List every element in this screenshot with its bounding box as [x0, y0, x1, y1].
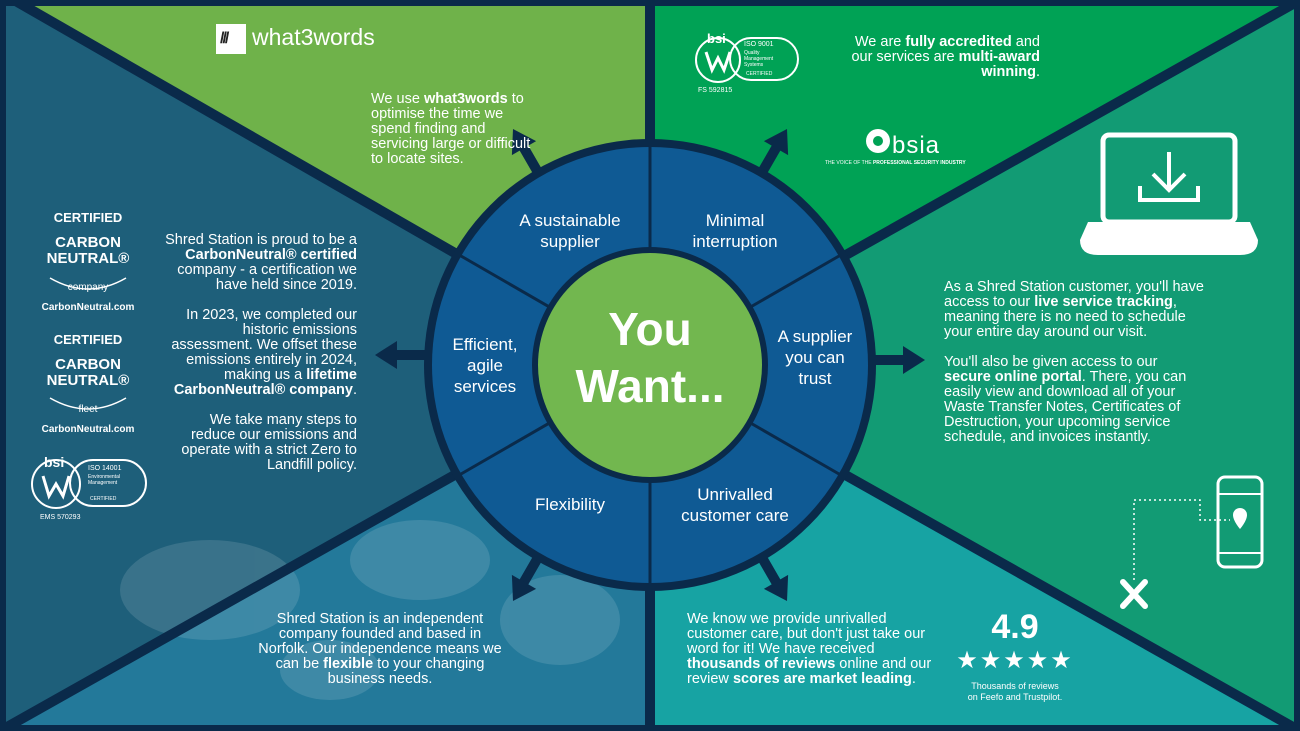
- carbon-badge-fleet-carbon: CARBON: [55, 356, 121, 373]
- bsia-tagline: THE VOICE OF THE PROFESSIONAL SECURITY I…: [825, 160, 966, 166]
- what3words-description: We use what3words to optimise the time w…: [371, 91, 531, 167]
- accredited-description: We are fully accredited and our services…: [851, 34, 1040, 80]
- arrow-up-left: [511, 129, 543, 175]
- arrow-up-right: [757, 129, 789, 175]
- carbon-description: Shred Station is proud to be a CarbonNeu…: [165, 232, 357, 473]
- bsia-logo-text: bsia: [892, 132, 941, 159]
- center-text-line2: Want...: [575, 360, 724, 412]
- carbon-badge-arcs: [49, 277, 127, 410]
- segment-flexibility: Flexibility: [535, 495, 605, 514]
- iso9001-title: ISO 9001: [744, 41, 774, 48]
- segment-supplier-you-can-trust: A supplier you can trust: [777, 327, 853, 388]
- wedge-left: [0, 0, 650, 731]
- reviews-description: We know we provide unrivalled customer c…: [687, 611, 932, 687]
- arrow-right: [875, 346, 925, 374]
- bsi-iso9001-logo: [695, 37, 799, 83]
- iso9001-subtitle: Quality Management Systems: [744, 50, 774, 68]
- cross-marker-icon: [1120, 579, 1148, 609]
- what3words-logo-text: what3words: [252, 24, 375, 50]
- carbon-badge-fleet-sub: fleet: [78, 404, 98, 415]
- review-score: 4.9: [991, 608, 1039, 646]
- center-text-line1: You: [608, 303, 691, 355]
- bsi-iso14001-logo: [31, 459, 147, 509]
- carbon-badge-company-sub: company: [67, 282, 109, 293]
- laptop-download-icon: [1080, 132, 1258, 255]
- review-caption-line2: on Feefo and Trustpilot.: [967, 692, 1063, 702]
- segment-sustainable-supplier: A sustainable supplier: [519, 211, 621, 251]
- world-map-texture: [120, 520, 620, 700]
- iso9001-code: FS 592815: [698, 87, 733, 94]
- bsi-iso9001-text: bsi: [707, 31, 726, 46]
- iso14001-certified: CERTIFIED: [90, 496, 117, 502]
- segment-efficient-agile-services: Efficient, agile services: [452, 335, 518, 396]
- carbon-badge-fleet-certified: CERTIFIED: [53, 332, 123, 347]
- segment-minimal-interruption: Minimal interruption: [692, 211, 778, 251]
- phone-location-icon: [1133, 475, 1264, 580]
- center-circle: [538, 253, 762, 477]
- independent-description: Shred Station is an independent company …: [258, 611, 502, 687]
- carbon-badge-company-neutral: NEUTRAL®: [46, 250, 130, 267]
- bsia-logo-mark: [866, 129, 890, 153]
- wedge-right: [650, 0, 1300, 731]
- arrow-down-left: [511, 555, 543, 601]
- carbon-badge-fleet-url: CarbonNeutral.com: [41, 424, 135, 435]
- iso9001-certified: CERTIFIED: [746, 71, 773, 77]
- iso14001-code: EMS 570293: [40, 514, 81, 521]
- tracking-description: As a Shred Station customer, you'll have…: [944, 279, 1204, 445]
- carbon-badge-fleet-neutral: NEUTRAL®: [46, 372, 130, 389]
- carbon-badge-company-carbon: CARBON: [55, 234, 121, 251]
- arrow-down-right: [757, 555, 789, 601]
- review-caption-line1: Thousands of reviews: [971, 681, 1059, 691]
- what3words-logo-mark: ///: [220, 30, 229, 47]
- what3words-logo-box: [216, 24, 246, 54]
- segment-unrivalled-customer-care: Unrivalled customer care: [681, 485, 789, 525]
- bsi-iso14001-text: bsi: [44, 454, 65, 470]
- iso14001-subtitle: Environmental Management: [88, 474, 120, 486]
- arrows: [375, 129, 925, 601]
- iso14001-title: ISO 14001: [88, 465, 122, 472]
- carbon-badge-company-url: CarbonNeutral.com: [41, 302, 135, 313]
- arrow-left: [375, 341, 425, 369]
- carbon-badge-company-certified: CERTIFIED: [53, 210, 123, 225]
- review-stars-icon: ★★★★★: [956, 647, 1074, 674]
